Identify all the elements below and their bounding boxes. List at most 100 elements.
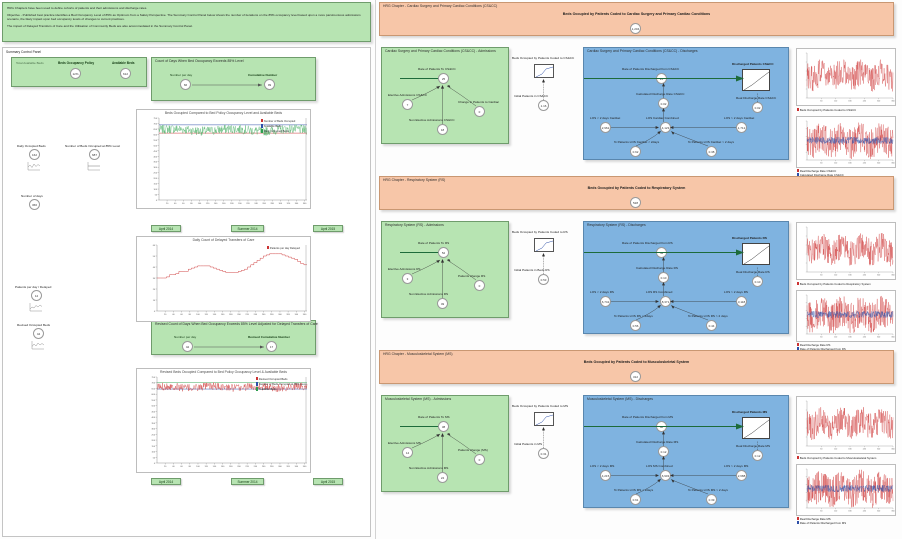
admissions-panel-cs-cc: Cardiac Surgery and Primary Cardiac Cond… [381, 47, 509, 144]
pct-los-over-2-value[interactable]: 0.38 [706, 146, 717, 157]
rate-discharged-value[interactable]: 25 [656, 73, 667, 84]
button-april-2014-b[interactable]: April 2014 [151, 478, 181, 485]
rate-discharged-value[interactable]: 38 [656, 421, 667, 432]
pct-los-under-2-value[interactable]: 0.61 [630, 494, 641, 505]
pct-los-under-2-value[interactable]: 0.62 [630, 146, 641, 157]
initial-patients-label: Initial Patients in CS&CC [514, 94, 549, 98]
button-april-2015-a[interactable]: April 2015 [313, 225, 343, 232]
count-days-title: Count of Days When Bed Occupancy Exceeds… [155, 59, 244, 63]
rate-to-chapter-value[interactable]: 25 [438, 73, 449, 84]
discharged-patients-stock-box[interactable] [742, 243, 770, 265]
initial-patients-value[interactable]: 1.16 [538, 100, 549, 111]
patients-change-value[interactable]: 0 [474, 106, 485, 117]
los-over-2-value[interactable]: 3,118 [736, 296, 747, 307]
elective-admissions-label: Elective Admissions CS&CC [388, 93, 428, 97]
svg-text:20: 20 [164, 314, 167, 316]
svg-text:300: 300 [278, 314, 282, 316]
rate-to-chapter-value[interactable]: 38 [438, 421, 449, 432]
svg-text:120: 120 [834, 511, 837, 513]
los-over-2-value[interactable]: 1,712 [736, 122, 747, 133]
non-elective-admissions-value[interactable]: 18 [437, 124, 448, 135]
button-summer-2014-a[interactable]: Summer 2014 [231, 225, 264, 232]
revised-cumulative-value[interactable]: 17 [266, 341, 277, 352]
svg-text:150: 150 [152, 446, 156, 448]
non-elective-admissions-value[interactable]: 24 [437, 472, 448, 483]
minichart-occupancy-caption-rs: Beds Occupied by Patients Coded to Respi… [797, 282, 871, 286]
calculated-discharge-rate-value[interactable]: 0.02 [658, 98, 669, 109]
beds-occupied-stock-box[interactable] [534, 238, 554, 252]
patients-change-value[interactable]: 0 [474, 454, 485, 465]
initial-patients-value[interactable]: 0.31 [538, 448, 549, 459]
days-cumulative-value[interactable]: 99 [264, 79, 275, 90]
elective-admissions-value[interactable]: 3 [402, 273, 413, 284]
beds-occupied-stock-box[interactable] [534, 64, 554, 78]
beds-occupied-stock-box[interactable] [534, 412, 554, 426]
initial-patients-value[interactable]: 0.53 [538, 274, 549, 285]
revised-occupied-beds-value[interactable]: 44 [33, 328, 44, 339]
number-of-days-value[interactable]: 366 [29, 199, 40, 210]
pct-los-over-2-value[interactable]: 0.44 [706, 320, 717, 331]
chapter-banner-value[interactable]: 528 [630, 197, 641, 208]
beds-occupancy-policy-value[interactable]: 12% [70, 68, 81, 79]
minichart-caption-text-2: Rate of Patients Discharged from RS [799, 347, 846, 351]
discharges-panel-cs-cc: Cardiac Surgery and Primary Cardiac Cond… [583, 47, 789, 160]
patients-delayed-label: Patients per day / Delayed [15, 285, 52, 289]
available-beds-label: Available Beds [112, 61, 135, 65]
button-summer-2014-b[interactable]: Summer 2014 [231, 478, 264, 485]
los-combined-value[interactable]: 8,371 [660, 296, 671, 307]
svg-text:360: 360 [891, 163, 894, 165]
real-discharge-rate-value[interactable]: 0.02 [752, 102, 763, 113]
days-number-per-day-value[interactable]: 66 [180, 79, 191, 90]
los-over-2-label: LOS > 2 days RS [724, 290, 748, 294]
discharged-patients-label: Discharged Patients MS [732, 410, 768, 414]
svg-text:20: 20 [164, 466, 167, 468]
elective-admissions-value[interactable]: 7 [402, 99, 413, 110]
non-elective-admissions-label: Non Elective Admissions MS [409, 466, 449, 470]
days-cumulative-label: Cumulative Number [248, 73, 278, 77]
real-discharge-rate-value[interactable]: 0.10 [752, 276, 763, 287]
los-under-2-value[interactable]: 4,215 [600, 470, 611, 481]
patients-delayed-value[interactable]: 12 [31, 290, 42, 301]
discharged-patients-stock-box[interactable] [742, 69, 770, 91]
button-april-2014-a[interactable]: April 2014 [151, 225, 181, 232]
pct-los-under-2-value[interactable]: 0.56 [630, 320, 641, 331]
elective-admissions-label: Elective Admissions MS [388, 441, 421, 445]
svg-text:0: 0 [154, 311, 156, 313]
chapter-banner-value[interactable]: 312 [630, 371, 641, 382]
svg-text:340: 340 [295, 466, 299, 468]
rate-discharged-value[interactable]: 52 [656, 247, 667, 258]
svg-text:80: 80 [189, 314, 192, 316]
daily-occupied-beds-value[interactable]: 162 [29, 149, 40, 160]
svg-text:400: 400 [154, 156, 158, 158]
real-discharge-rate-value[interactable]: 0.12 [752, 450, 763, 461]
workspace-divider [375, 0, 376, 539]
los-over-2-value[interactable]: 2,688 [736, 470, 747, 481]
calculated-discharge-rate-value[interactable]: 0.12 [658, 446, 669, 457]
los-under-2-value[interactable]: 6,742 [600, 296, 611, 307]
svg-text:180: 180 [230, 203, 234, 205]
elective-admissions-value[interactable]: 14 [402, 447, 413, 458]
legend-item-label: Patients per day Delayed [269, 247, 300, 251]
available-beds-value[interactable]: 612 [120, 68, 131, 79]
los-under-2-value[interactable]: 2,962 [600, 122, 611, 133]
calculated-discharge-rate-value[interactable]: 0.10 [658, 272, 669, 283]
beds-at-85-level-value[interactable]: 687 [89, 149, 100, 160]
svg-text:360: 360 [891, 101, 894, 103]
minichart-occupancy-caption-ms: Beds Occupied by Patients Coded to Muscu… [797, 456, 876, 460]
patients-delayed-sparkline [29, 303, 43, 312]
chapter-banner-value[interactable]: 1,204 [630, 23, 641, 34]
discharged-patients-stock-box[interactable] [742, 417, 770, 439]
revised-number-per-day-value[interactable]: 42 [182, 341, 193, 352]
button-april-2015-b[interactable]: April 2015 [313, 478, 343, 485]
pct-los-over-2-value[interactable]: 0.39 [706, 494, 717, 505]
svg-text:180: 180 [848, 449, 851, 451]
los-combined-value[interactable]: 6,903 [660, 470, 671, 481]
rate-to-chapter-value[interactable]: 52 [438, 247, 449, 258]
patients-change-value[interactable]: 0 [474, 280, 485, 291]
los-combined-value[interactable]: 4,123 [660, 122, 671, 133]
chart-beds-occupied-plot: 0501001502002503003504004505005506006507… [154, 117, 307, 205]
minichart-caption-text: Real Discharge Rate RS [799, 343, 831, 347]
non-elective-admissions-value[interactable]: 49 [437, 298, 448, 309]
